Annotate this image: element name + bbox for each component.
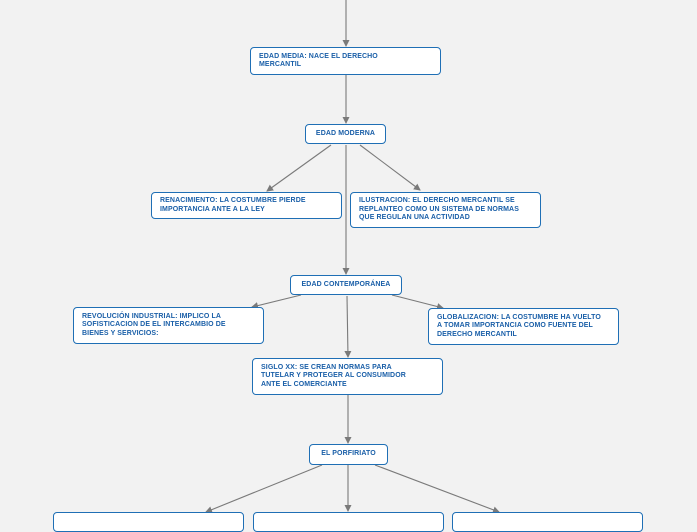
edge-contemporanea-to-globalizacion: [391, 294, 444, 310]
edge-porfiriato-to-bottom-left: [205, 464, 323, 513]
node-bottom-center[interactable]: [253, 512, 444, 532]
node-edad-contemporanea[interactable]: EDAD CONTEMPORÁNEA: [290, 275, 402, 295]
node-revolucion-industrial-label: REVOLUCIÓN INDUSTRIAL: IMPLICO LA SOFIST…: [82, 312, 226, 337]
node-edad-contemporanea-label: EDAD CONTEMPORÁNEA: [301, 280, 391, 288]
connector-lines: [205, 0, 500, 514]
node-edad-media-label: EDAD MEDIA: NACE EL DERECHO MERCANTIL: [259, 52, 378, 69]
node-ilustracion-label: ILUSTRACION: EL DERECHO MERCANTIL SE REP…: [359, 197, 519, 222]
edge-contemporanea-to-siglo-xx: [344, 295, 352, 358]
node-porfiriato-label: EL PORFIRIATO: [321, 450, 376, 458]
edge-edad-moderna-to-renacimiento: [266, 144, 332, 192]
node-globalizacion[interactable]: GLOBALIZACION: LA COSTUMBRE HA VUELTO A …: [428, 308, 619, 345]
node-revolucion-industrial[interactable]: REVOLUCIÓN INDUSTRIAL: IMPLICO LA SOFIST…: [73, 307, 264, 344]
node-edad-moderna[interactable]: EDAD MODERNA: [305, 124, 386, 144]
edge-edad-moderna-to-ilustracion: [359, 144, 421, 191]
mind-map-canvas: EDAD MEDIA: NACE EL DERECHO MERCANTIL ED…: [53, 0, 643, 532]
node-renacimiento[interactable]: RENACIMIENTO: LA COSTUMBRE PIERDE IMPORT…: [151, 192, 342, 219]
node-renacimiento-label: RENACIMIENTO: LA COSTUMBRE PIERDE IMPORT…: [160, 197, 306, 213]
node-edad-media[interactable]: EDAD MEDIA: NACE EL DERECHO MERCANTIL: [250, 47, 441, 75]
node-bottom-left[interactable]: [53, 512, 244, 532]
edge-porfiriato-to-bottom-right: [374, 464, 500, 514]
node-bottom-right[interactable]: [452, 512, 643, 532]
edge-contemporanea-to-revolucion: [251, 294, 302, 309]
node-globalizacion-label: GLOBALIZACION: LA COSTUMBRE HA VUELTO A …: [437, 313, 601, 338]
node-edad-moderna-label: EDAD MODERNA: [315, 129, 376, 137]
node-porfiriato[interactable]: EL PORFIRIATO: [309, 444, 388, 465]
node-siglo-xx-label: SIGLO XX: SE CREAN NORMAS PARA TUTELAR Y…: [261, 363, 406, 388]
node-ilustracion[interactable]: ILUSTRACION: EL DERECHO MERCANTIL SE REP…: [350, 192, 541, 228]
node-siglo-xx[interactable]: SIGLO XX: SE CREAN NORMAS PARA TUTELAR Y…: [252, 358, 443, 395]
